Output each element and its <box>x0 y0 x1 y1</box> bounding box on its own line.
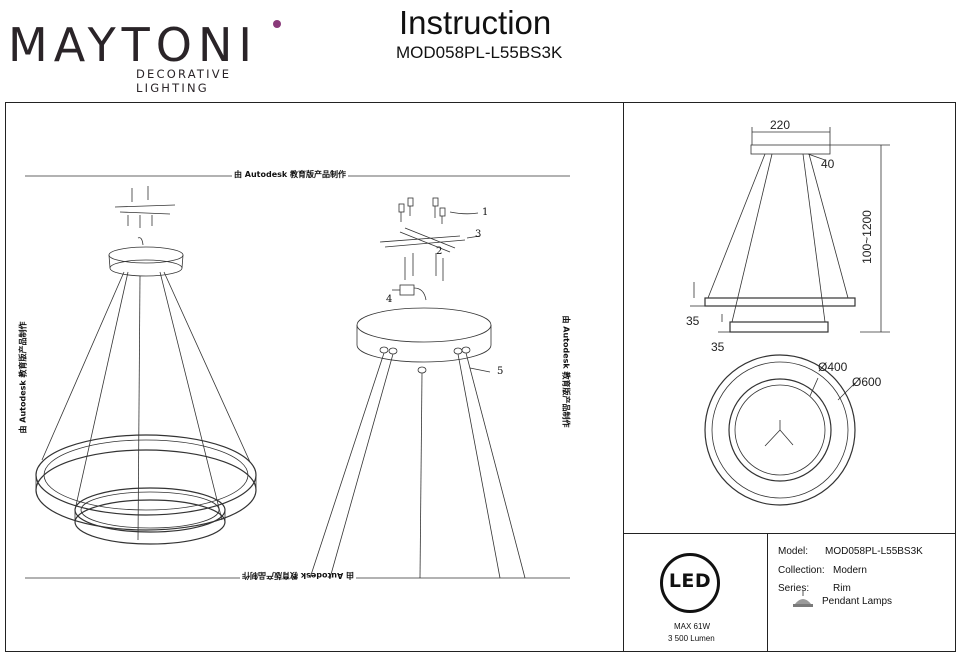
dim-suspension: 100~1200 <box>859 210 874 264</box>
callout-1: 1 <box>482 207 489 218</box>
model-code: MOD058PL-L55BS3K <box>396 43 563 62</box>
spec-frame <box>767 533 956 652</box>
brand-logo: MAYTONI DECORATIVE LIGHTING <box>8 14 298 95</box>
dim-top-width: 220 <box>770 118 791 132</box>
max-power: MAX 61W <box>674 622 711 631</box>
spec-collection-label: Collection: <box>778 565 825 576</box>
dim-canopy-height: 40 <box>821 157 835 171</box>
callout-3: 3 <box>475 229 482 240</box>
callout-4: 4 <box>386 294 393 305</box>
logo-accent-dot <box>273 20 281 28</box>
page-title: Instruction <box>399 4 552 41</box>
callout-2: 2 <box>436 246 443 257</box>
spec-series-label: Series: <box>778 583 810 594</box>
spec-type-value: Pendant Lamps <box>822 596 893 607</box>
spec-collection-value: Modern <box>833 565 867 576</box>
brand-name: MAYTONI <box>8 18 258 72</box>
watermark-top: 由 Autodesk 教育版产品制作 <box>232 169 349 180</box>
spec-series-value: Rim <box>833 583 851 594</box>
led-badge: LED <box>660 553 720 613</box>
dim-diameter-large: Ø600 <box>852 375 882 389</box>
spec-model-label: Model: <box>778 546 809 557</box>
led-badge-label: LED <box>668 570 712 592</box>
callout-5: 5 <box>497 366 504 377</box>
dim-ring-height-upper: 35 <box>686 314 700 328</box>
spec-model-value: MOD058PL-L55BS3K <box>825 546 923 557</box>
dim-ring-height-lower: 35 <box>711 340 725 354</box>
lumen-output: 3 500 Lumen <box>668 634 715 643</box>
pendant-lamp-icon <box>793 590 813 607</box>
dim-diameter-small: Ø400 <box>818 360 848 374</box>
brand-tagline: DECORATIVE LIGHTING <box>136 67 232 95</box>
